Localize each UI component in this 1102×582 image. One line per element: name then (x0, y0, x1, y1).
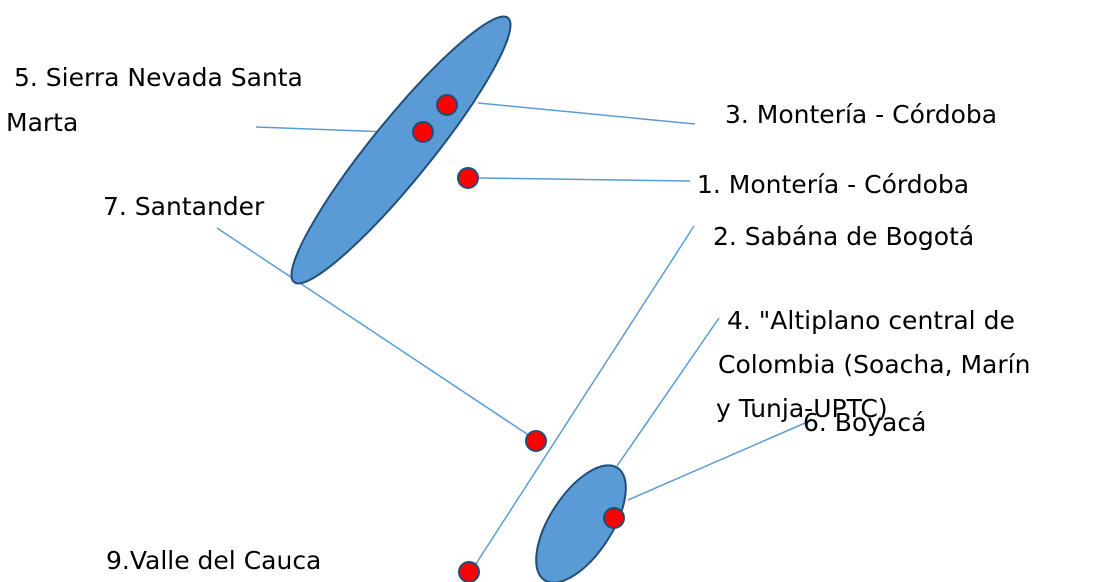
connector-altiplano (616, 317, 720, 467)
label-sabana-bogota: 2. Sabána de Bogotá (713, 222, 975, 251)
label-altiplano-line3: y Tunja-UPTC) (716, 394, 888, 423)
site-dot-boyaca (603, 507, 625, 529)
label-santander: 7. Santander (103, 192, 265, 221)
site-dot-valle-cauca (458, 561, 480, 582)
site-dot-monteria-1 (457, 167, 479, 189)
label-monteria-1: 1. Montería - Córdoba (697, 170, 970, 199)
connector-sabana-bogota (471, 225, 695, 571)
label-altiplano-line2: Colombia (Soacha, Marín (718, 350, 1031, 379)
site-dot-sierra-nevada (412, 121, 434, 143)
south-region-ellipse (535, 464, 627, 582)
label-sierra-nevada-line2: Marta (6, 108, 79, 137)
label-sierra-nevada-line1: 5. Sierra Nevada Santa (14, 63, 303, 92)
site-dot-santander (525, 430, 547, 452)
connector-boyaca (627, 419, 813, 501)
label-valle-cauca: 9.Valle del Cauca (106, 546, 322, 575)
label-monteria-3: 3. Montería - Córdoba (725, 100, 998, 129)
site-dot-monteria-3 (436, 94, 458, 116)
north-region-ellipse (290, 15, 512, 285)
connector-monteria-1 (478, 177, 691, 182)
connector-monteria-3 (477, 102, 696, 125)
label-boyaca: 6. Boyacá (803, 408, 927, 437)
label-altiplano-line1: 4. "Altiplano central de (727, 306, 1015, 335)
connector-sierra-nevada (255, 126, 389, 133)
connector-santander (216, 227, 537, 441)
